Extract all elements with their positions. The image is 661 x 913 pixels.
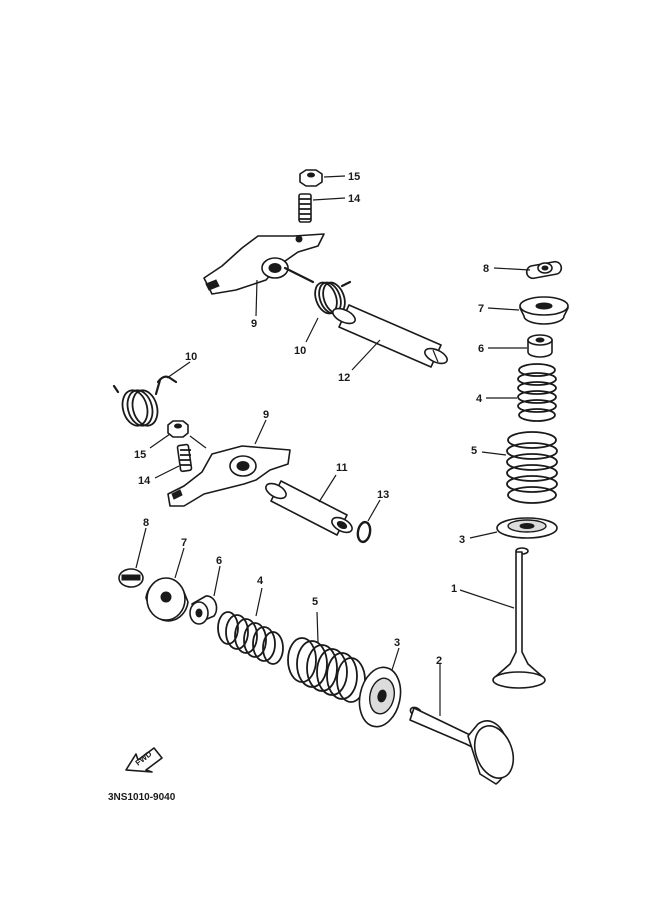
right-spring-retainer — [519, 296, 569, 325]
right-inner-spring — [517, 363, 557, 422]
callout-upper-shaft: 12 — [338, 372, 350, 384]
exhaust-valve — [409, 706, 515, 785]
callout-upper-rocker-arm: 9 — [251, 318, 257, 330]
callout-lower-rocker-arm: 9 — [263, 409, 269, 421]
callout-right-seat: 3 — [459, 534, 465, 546]
lower-outer-spring — [287, 637, 366, 703]
callout-lower-nut: 15 — [134, 449, 146, 461]
o-ring — [356, 520, 372, 544]
right-stem-seal — [527, 334, 553, 358]
lower-inner-spring — [217, 611, 284, 665]
callout-right-inner-spring: 4 — [476, 393, 483, 405]
right-outer-spring — [506, 431, 558, 504]
upper-rocker-arm — [203, 233, 325, 295]
lower-spring-seat — [358, 666, 402, 728]
forward-arrow-icon: FWD — [125, 747, 163, 773]
lower-torsion-spring — [112, 375, 178, 427]
callout-upper-adjuster: 14 — [348, 193, 361, 205]
callout-lower-retainer: 7 — [181, 537, 187, 549]
upper-rocker-shaft — [332, 304, 448, 368]
callout-lower-outer-spring: 5 — [312, 596, 318, 608]
intake-valve — [492, 547, 546, 689]
right-spring-seat — [496, 517, 558, 539]
lower-nut — [167, 420, 189, 438]
callout-right-cotter: 8 — [483, 263, 489, 275]
lower-rocker-shaft — [265, 480, 353, 536]
callout-lower-cotter: 8 — [143, 517, 149, 529]
lower-adjuster-screw — [176, 443, 193, 473]
callout-right-outer-spring: 5 — [471, 445, 477, 457]
diagram-code: 3NS1010-9040 — [108, 792, 176, 803]
callout-lower-seal: 6 — [216, 555, 222, 567]
right-valve-cotter — [525, 260, 563, 280]
callout-lower-inner-spring: 4 — [257, 575, 264, 587]
callout-lower-adjuster: 14 — [138, 475, 151, 487]
upper-adjuster-screw — [298, 193, 312, 223]
callout-upper-spring: 10 — [294, 345, 306, 357]
callout-exhaust-valve: 2 — [436, 655, 442, 667]
callout-lower-seat: 3 — [394, 637, 400, 649]
lower-spring-retainer — [145, 577, 189, 622]
callout-right-seal: 6 — [478, 343, 484, 355]
callout-upper-nut: 15 — [348, 171, 360, 183]
lower-valve-cotter — [118, 568, 144, 588]
upper-nut — [299, 169, 323, 187]
callout-lower-spring: 10 — [185, 351, 197, 363]
callout-right-retainer: 7 — [478, 303, 484, 315]
lower-rocker-arm — [167, 445, 291, 507]
lower-stem-seal — [189, 595, 218, 625]
callout-o-ring: 13 — [377, 489, 389, 501]
callout-lower-shaft: 11 — [336, 462, 348, 474]
callout-intake-valve: 1 — [451, 583, 457, 595]
